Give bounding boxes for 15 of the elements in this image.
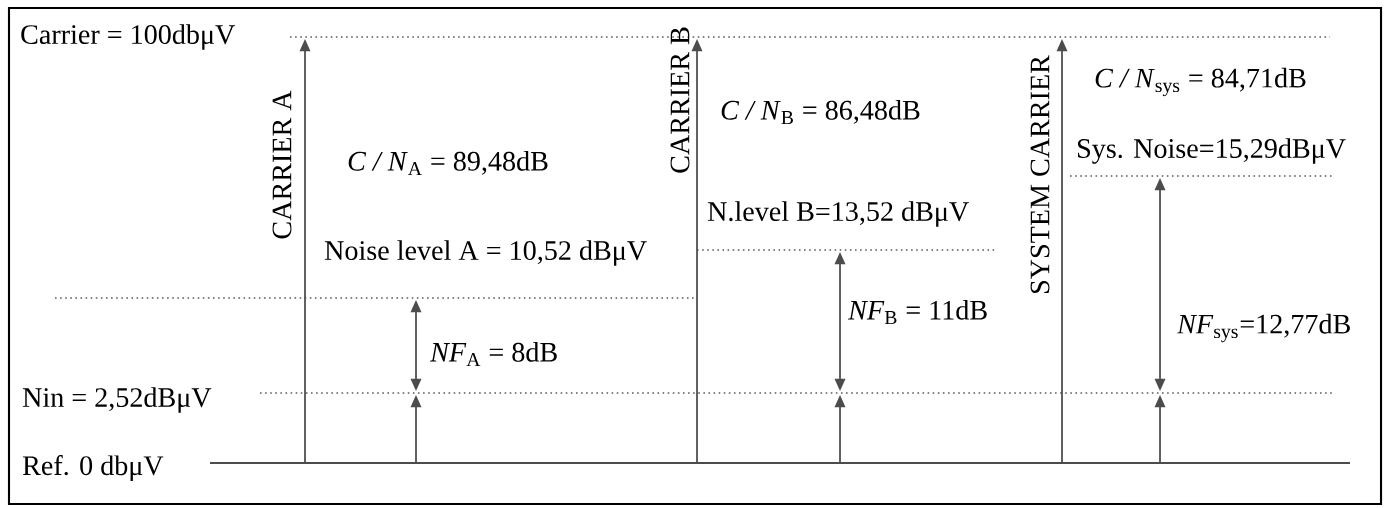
noise-figure-label: NF$_{A}$ = 8dB (429, 341, 557, 367)
noise-figure-label: NF$_{sys}$=12,77dB (1176, 313, 1350, 343)
level-label: Sys. Noise=15,29dBμV (1078, 138, 1346, 164)
level-label: Carrier = 100dbμV (21, 24, 235, 50)
ratio-label: C / N$_{A}$ = 89,48dB (348, 150, 548, 176)
ratio-label: C / N$_{sys}$ = 84,71dB (1095, 67, 1306, 97)
ratio-label: C / N$_{B}$ = 86,48dB (721, 99, 920, 125)
carrier-label: CARRIER B (670, 27, 690, 173)
noise-figure-label: NF$_{B}$ = 11dB (847, 299, 987, 325)
carrier-label: SYSTEM CARRIER (1030, 55, 1050, 294)
carrier-label: CARRIER A (272, 90, 292, 239)
level-label: Nin = 2,52dBμV (22, 387, 212, 413)
level-label: Noise level A = 10,52 dBμV (324, 240, 647, 266)
level-label: N.level B=13,52 dBμV (707, 201, 969, 227)
level-label: Ref. 0 dbμV (22, 455, 164, 481)
